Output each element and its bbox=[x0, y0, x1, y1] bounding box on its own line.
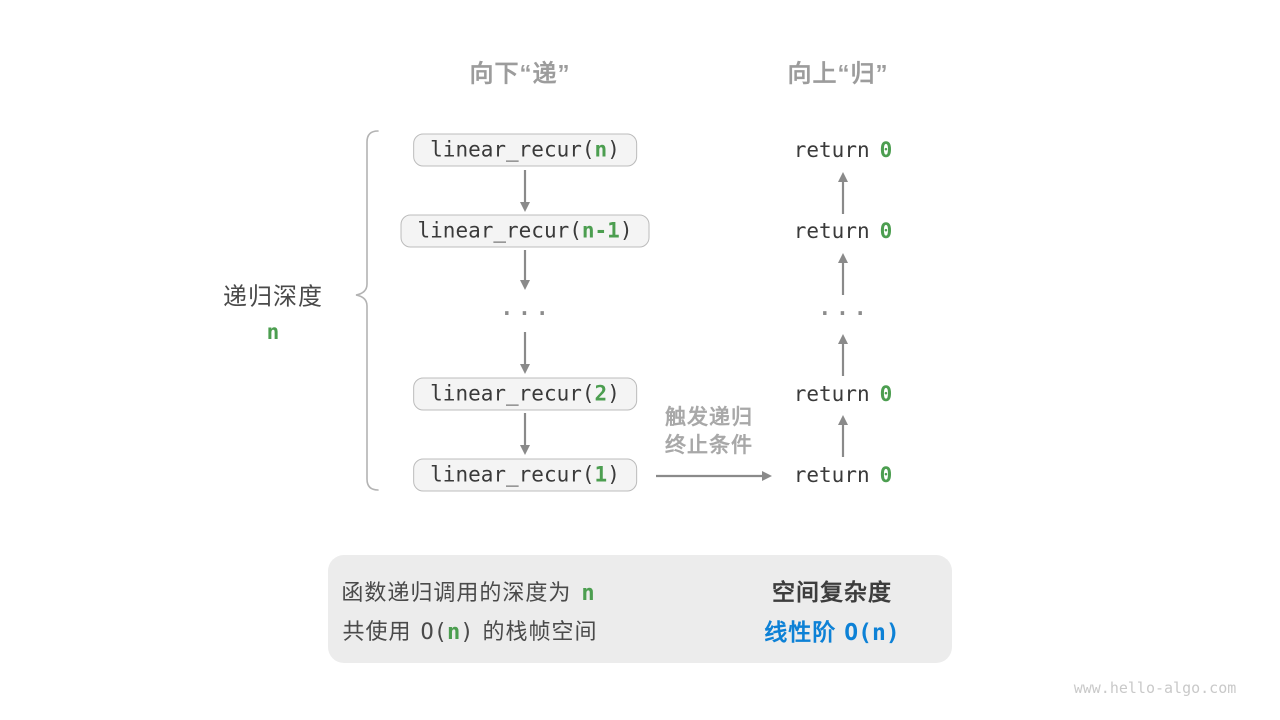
recursion-depth-brace bbox=[355, 130, 379, 491]
summary-line-2-prefix: 共使用 bbox=[342, 619, 412, 644]
frame-code-close: ) bbox=[607, 462, 620, 487]
result-order-label: 线性阶 bbox=[764, 619, 837, 645]
return-statement-3: return 0 bbox=[794, 382, 893, 406]
return-value: 0 bbox=[879, 382, 893, 406]
return-statement-4: return 0 bbox=[794, 463, 893, 487]
return-keyword: return bbox=[793, 463, 870, 487]
trigger-line-2: 终止条件 bbox=[665, 434, 753, 457]
result-big-o: O(n) bbox=[844, 620, 900, 646]
call-stack-frame-n: linear_recur(n) bbox=[413, 133, 637, 167]
frame-arg: n-1 bbox=[581, 218, 620, 243]
return-keyword: return bbox=[793, 138, 870, 162]
frame-arg: 2 bbox=[594, 381, 608, 406]
frame-code: linear_recur( bbox=[430, 381, 595, 406]
space-complexity-result: 线性阶 O(n) bbox=[764, 613, 899, 647]
return-statement-2: return 0 bbox=[794, 219, 893, 243]
trigger-line-1: 触发递归 bbox=[665, 406, 753, 429]
return-value: 0 bbox=[879, 219, 893, 243]
frame-arg: 1 bbox=[594, 462, 608, 487]
return-keyword: return bbox=[793, 382, 870, 406]
call-stack-ellipsis: ... bbox=[500, 296, 554, 320]
return-statement-1: return 0 bbox=[794, 138, 893, 162]
big-o-open: O( bbox=[420, 620, 448, 645]
summary-line-1: 函数递归调用的深度为 n bbox=[341, 575, 594, 607]
frame-arg: n bbox=[594, 137, 608, 162]
column-header-ascend: 向上“归” bbox=[787, 60, 889, 88]
return-value: 0 bbox=[879, 138, 893, 162]
space-complexity-title: 空间复杂度 bbox=[772, 579, 892, 605]
summary-line-1-text: 函数递归调用的深度为 bbox=[341, 580, 572, 605]
frame-code: linear_recur( bbox=[430, 462, 595, 487]
recursion-depth-label: 递归深度 bbox=[223, 283, 323, 311]
summary-line-2: 共使用 O(n) 的栈帧空间 bbox=[342, 614, 597, 646]
returns-ellipsis: ... bbox=[818, 296, 872, 320]
return-keyword: return bbox=[793, 219, 870, 243]
summary-line-2-var: n bbox=[447, 620, 461, 645]
summary-line-1-var: n bbox=[581, 581, 595, 606]
call-stack-frame-n-1: linear_recur(n-1) bbox=[400, 214, 650, 248]
summary-box bbox=[328, 555, 952, 663]
column-header-descend: 向下“递” bbox=[469, 60, 571, 88]
recursion-depth-value: n bbox=[266, 320, 280, 344]
frame-code: linear_recur( bbox=[417, 218, 582, 243]
frame-code-close: ) bbox=[619, 218, 633, 243]
base-case-trigger-label: 触发递归 终止条件 bbox=[665, 404, 753, 460]
frame-code: linear_recur( bbox=[430, 137, 595, 162]
big-o-close: ) bbox=[460, 620, 474, 645]
call-stack-frame-1: linear_recur(1) bbox=[413, 458, 637, 492]
summary-line-2-suffix: 的栈帧空间 bbox=[482, 619, 598, 644]
call-stack-frame-2: linear_recur(2) bbox=[413, 377, 637, 411]
frame-code-close: ) bbox=[607, 137, 620, 162]
frame-code-close: ) bbox=[607, 381, 620, 406]
site-watermark: www.hello-algo.com bbox=[1073, 679, 1237, 697]
return-value: 0 bbox=[879, 463, 893, 487]
